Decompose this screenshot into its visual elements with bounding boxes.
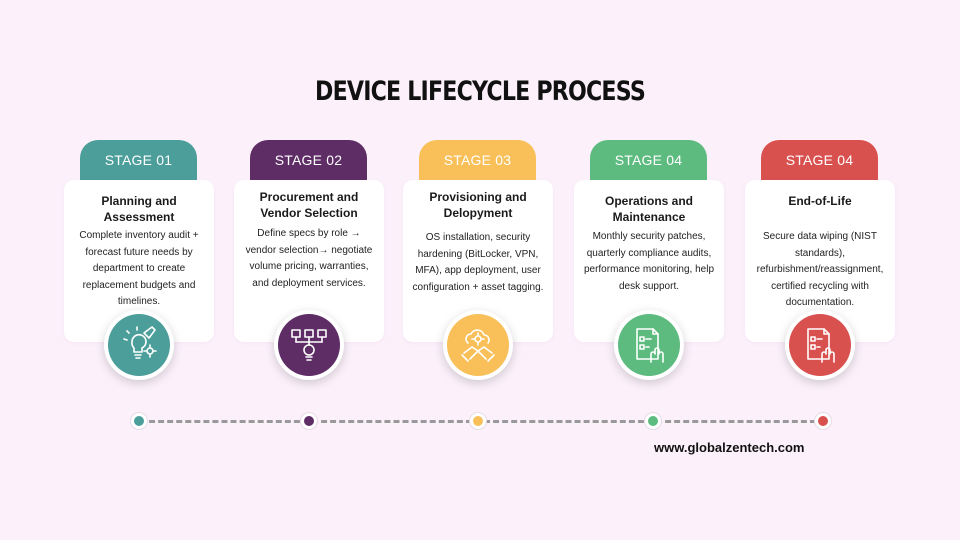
timeline-dot-4: [645, 413, 661, 429]
stage-3-tab: STAGE 03: [419, 140, 536, 182]
stage-1-description: Complete inventory audit + forecast futu…: [79, 230, 199, 307]
stage-4-title: Operations and Maintenance: [604, 194, 693, 224]
stage-4-description: Monthly security patches, quarterly comp…: [583, 231, 715, 292]
stage-4-icon-ring: [614, 310, 684, 380]
lightbulb-gear-icon: [123, 326, 157, 359]
timeline-dot-2: [301, 413, 317, 429]
checklist-hand-icon: [807, 328, 835, 363]
stage-3-card: Provisioning and Delopyment OS installat…: [403, 180, 553, 342]
page-title: DEVICE LIFECYCLE PROCESS: [315, 76, 646, 107]
stage-2-title: Procurement and Vendor Selection: [259, 190, 359, 220]
stage-2-description: Define specs by role → vendor selection→…: [245, 228, 373, 289]
stage-1-title: Planning and Assessment: [101, 194, 177, 224]
cloud-handshake-icon: [461, 329, 495, 362]
timeline-dot-5: [815, 413, 831, 429]
stage-4-tab: STAGE 04: [590, 140, 707, 182]
stage-2-tab: STAGE 02: [250, 140, 367, 182]
stage-3-description: OS installation, security hardening (Bit…: [412, 232, 544, 293]
stage-5-title: End-of-Life: [788, 194, 852, 208]
stage-2-icon-ring: [274, 310, 344, 380]
website-url: www.globalzentech.com: [654, 440, 805, 455]
timeline-dot-1: [131, 413, 147, 429]
stage-3-icon-ring: [443, 310, 513, 380]
stage-1-icon-ring: [104, 310, 174, 380]
stage-3-title: Provisioning and Delopyment: [429, 190, 527, 220]
stage-5-icon-ring: [785, 310, 855, 380]
stage-5-tab: STAGE 04: [761, 140, 878, 182]
timeline-dot-3: [470, 413, 486, 429]
checklist-hand-icon: [636, 328, 664, 363]
stage-1-tab: STAGE 01: [80, 140, 197, 182]
network-hierarchy-icon: [291, 329, 327, 361]
stage-5-description: Secure data wiping (NIST standards), ref…: [756, 231, 884, 308]
